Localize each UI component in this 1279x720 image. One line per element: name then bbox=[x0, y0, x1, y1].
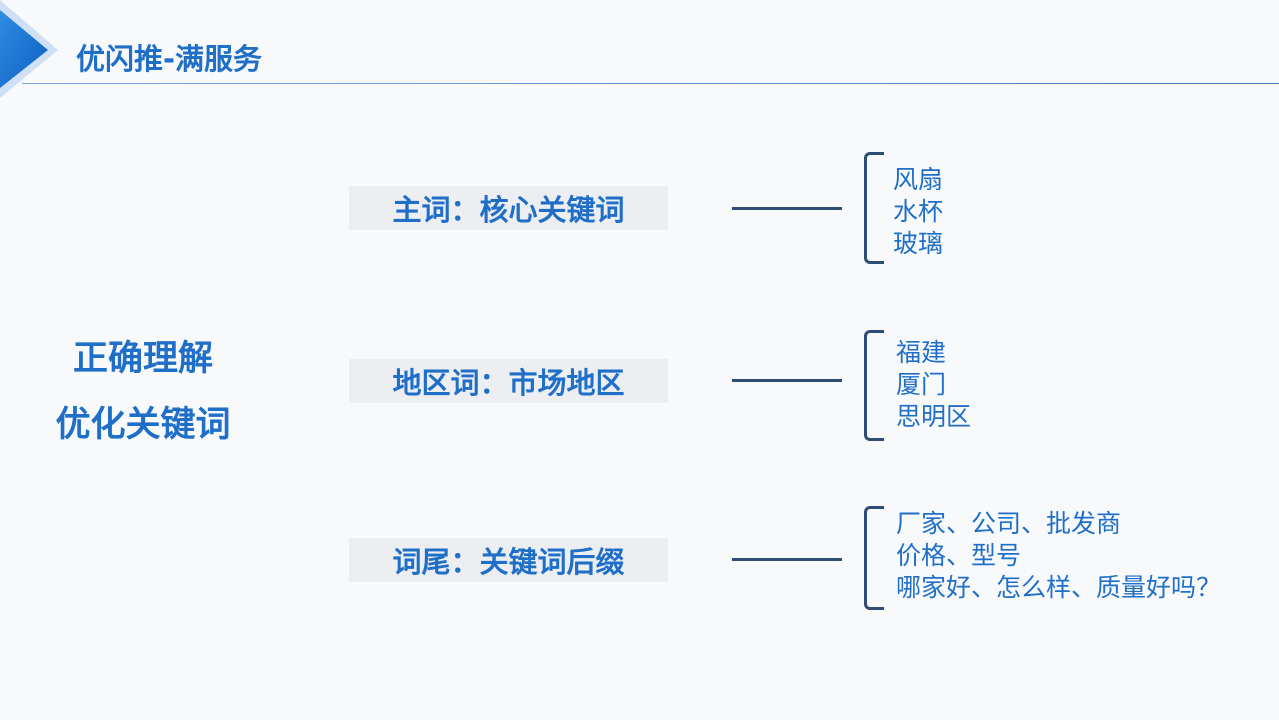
item-list-region: 福建 厦门 思明区 bbox=[896, 337, 971, 433]
category-box-suffix: 词尾：关键词后缀 bbox=[349, 538, 668, 582]
connector-line bbox=[732, 558, 842, 561]
connector-line bbox=[732, 207, 842, 210]
list-item: 福建 bbox=[896, 338, 947, 367]
item-list-main: 风扇 水杯 玻璃 bbox=[893, 164, 943, 260]
item-list-suffix: 厂家、公司、批发商 价格、型号 哪家好、怎么样、质量好吗？ bbox=[896, 508, 1221, 604]
list-item: 价格、型号 bbox=[896, 541, 1022, 570]
list-item: 哪家好、怎么样、质量好吗？ bbox=[896, 573, 1222, 602]
list-item: 厦门 bbox=[896, 370, 947, 399]
bracket bbox=[864, 506, 884, 610]
list-item: 水杯 bbox=[893, 197, 944, 226]
bracket bbox=[864, 152, 884, 264]
corner-arrow-icon bbox=[0, 0, 58, 98]
list-item: 厂家、公司、批发商 bbox=[896, 509, 1122, 538]
left-title-line2: 优化关键词 bbox=[55, 405, 231, 445]
left-title-line1: 正确理解 bbox=[72, 339, 213, 379]
list-item: 玻璃 bbox=[893, 229, 944, 258]
list-item: 风扇 bbox=[893, 165, 944, 194]
category-label: 地区词：市场地区 bbox=[392, 366, 625, 400]
category-box-region: 地区词：市场地区 bbox=[349, 359, 668, 403]
page-title: 优闪推-满服务 bbox=[76, 42, 263, 76]
bracket bbox=[864, 330, 884, 441]
category-label: 主词：核心关键词 bbox=[392, 193, 625, 227]
category-label: 词尾：关键词后缀 bbox=[392, 545, 625, 579]
connector-line bbox=[732, 379, 842, 382]
list-item: 思明区 bbox=[896, 402, 972, 431]
category-box-main: 主词：核心关键词 bbox=[349, 186, 668, 230]
header-divider bbox=[22, 83, 1279, 84]
